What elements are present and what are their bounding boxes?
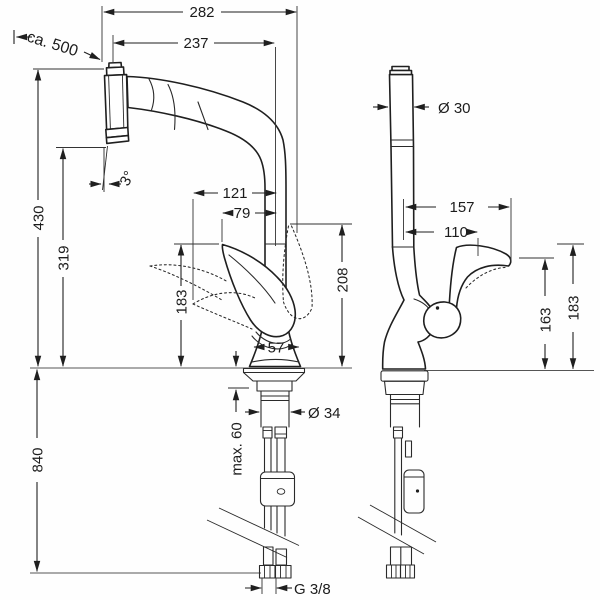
dim-282: 282 bbox=[101, 4, 298, 233]
dim-183-front: 183 bbox=[174, 243, 219, 367]
under-counter-side bbox=[357, 393, 437, 579]
dim-208-label: 208 bbox=[335, 267, 352, 292]
dim-319-label: 319 bbox=[56, 245, 73, 270]
dim-dia30: Ø 30 bbox=[373, 100, 471, 117]
dim-121-label: 121 bbox=[222, 185, 247, 202]
hose-nut bbox=[258, 564, 276, 579]
dim-183-side-label: 183 bbox=[566, 295, 583, 320]
dim-3deg-label: 3° bbox=[117, 168, 139, 189]
front-view bbox=[30, 61, 352, 579]
mounting-bracket-side bbox=[403, 469, 425, 514]
handle-front bbox=[221, 243, 297, 350]
spray-head bbox=[103, 61, 130, 145]
handle-base-cap bbox=[422, 301, 462, 339]
dim-max60: max. 60 bbox=[229, 389, 246, 476]
base-flange-front bbox=[242, 367, 306, 392]
dim-ca500-label: ca. 500 bbox=[25, 29, 80, 61]
side-body-outline bbox=[381, 73, 435, 370]
hose-nut bbox=[274, 564, 292, 579]
dim-237-label: 237 bbox=[183, 35, 208, 52]
dim-430-label: 430 bbox=[31, 205, 48, 230]
dim-ca500: ca. 500 bbox=[13, 29, 101, 61]
under-counter-front bbox=[206, 390, 300, 579]
pullout-joint-line bbox=[197, 101, 209, 131]
dim-157: 157 bbox=[403, 198, 512, 262]
side-fitting bbox=[404, 440, 413, 458]
base-flange-side bbox=[380, 370, 429, 396]
break-line bbox=[206, 519, 288, 558]
dim-g38-label: G 3/8 bbox=[294, 581, 331, 598]
mounting-bracket-front bbox=[259, 471, 296, 507]
dim-110: 110 bbox=[405, 224, 479, 256]
dim-g38: G 3/8 bbox=[245, 578, 331, 598]
hose-nut bbox=[399, 564, 416, 579]
break-line bbox=[357, 516, 425, 555]
hose-nut bbox=[385, 564, 402, 579]
spout-body-outline bbox=[126, 75, 302, 368]
head-connector-curve bbox=[148, 78, 155, 111]
dim-79: 79 bbox=[221, 205, 277, 242]
side-view bbox=[357, 65, 594, 579]
dim-163: 163 bbox=[519, 257, 555, 370]
dim-282-label: 282 bbox=[189, 4, 214, 21]
base-cone-arc bbox=[251, 358, 300, 363]
spout-transition-line bbox=[167, 83, 176, 131]
dim-3deg: 3° bbox=[89, 145, 139, 192]
dim-157-label: 157 bbox=[449, 199, 474, 216]
braided-hose bbox=[262, 546, 274, 566]
dim-57: 57 bbox=[253, 340, 300, 357]
handle-screw-dot bbox=[435, 306, 440, 310]
dim-840-label: 840 bbox=[30, 447, 47, 472]
dim-110-label: 110 bbox=[444, 224, 468, 241]
break-line bbox=[369, 504, 437, 543]
spray-head-side-cap bbox=[389, 65, 413, 76]
dim-79-label: 79 bbox=[234, 205, 251, 222]
dim-163-label: 163 bbox=[538, 307, 555, 332]
dim-dia30-label: Ø 30 bbox=[438, 100, 471, 117]
dim-840: 840 bbox=[30, 369, 47, 572]
dim-dia34-label: Ø 34 bbox=[308, 405, 341, 422]
dimensions: 282 237 ca. 500 430 bbox=[13, 4, 584, 598]
dim-183-side: 183 bbox=[557, 243, 584, 370]
handle-alternate-positions bbox=[149, 225, 313, 330]
handle-side bbox=[422, 244, 512, 339]
dim-max60-label: max. 60 bbox=[229, 422, 246, 475]
dim-121: 121 bbox=[192, 185, 277, 300]
break-line bbox=[218, 507, 300, 546]
dim-183-front-label: 183 bbox=[174, 289, 191, 314]
dim-208: 208 bbox=[290, 223, 352, 367]
dim-57-label: 57 bbox=[268, 340, 285, 357]
dim-430: 430 bbox=[31, 68, 104, 367]
dim-319: 319 bbox=[56, 147, 106, 367]
dim-dia34: Ø 34 bbox=[245, 405, 341, 422]
